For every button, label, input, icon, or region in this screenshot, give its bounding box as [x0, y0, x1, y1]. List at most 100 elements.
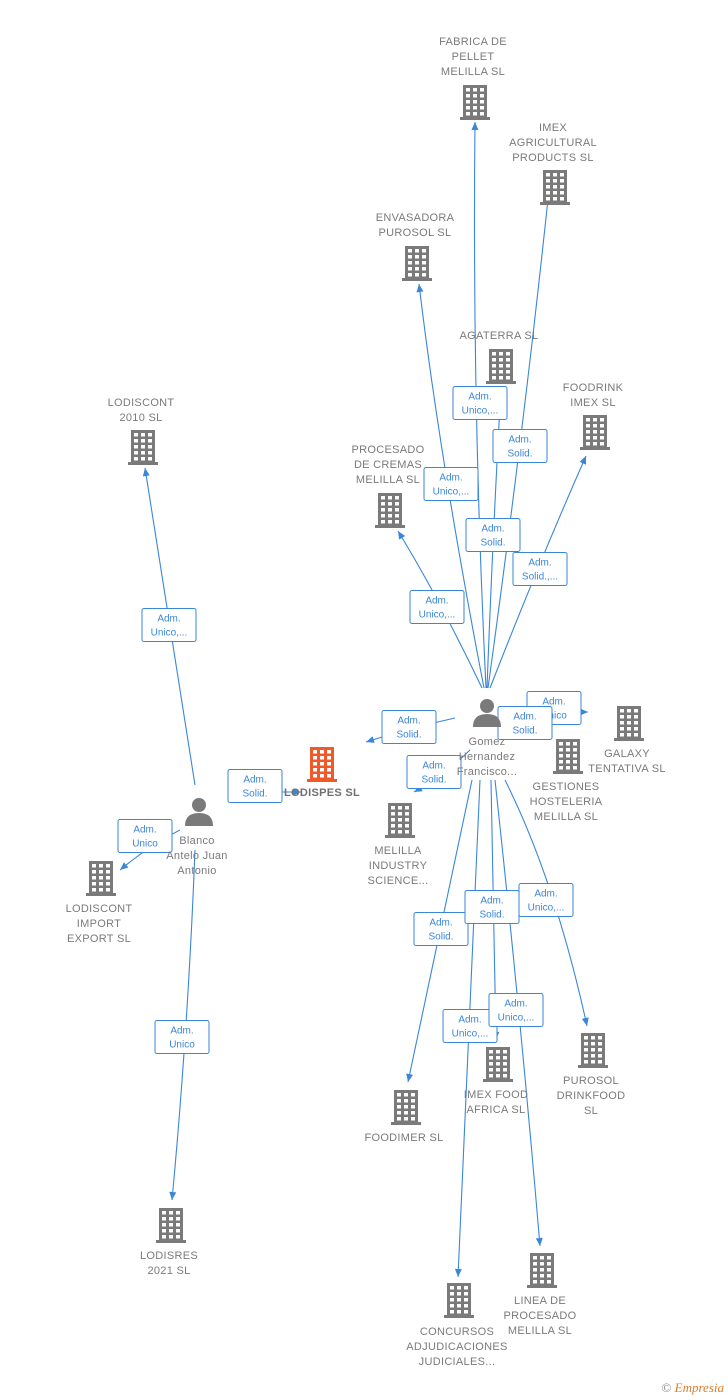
role-label-box[interactable]: Adm.Unico,... — [452, 386, 508, 420]
building-window — [546, 185, 550, 189]
role-label-box[interactable]: Adm.Solid. — [406, 755, 462, 789]
building-window — [327, 756, 331, 760]
building-window — [141, 445, 145, 449]
building-window — [92, 864, 96, 868]
node-label: PUROSOL SL — [379, 227, 452, 239]
node-foodimer[interactable]: FOODIMER SL — [364, 1090, 443, 1144]
building-window — [141, 457, 145, 461]
building-window — [598, 1042, 602, 1046]
building-window — [92, 882, 96, 886]
role-label-box[interactable]: Adm.Solid. — [492, 429, 548, 463]
edge-line-gomez-to-imex_agri — [487, 179, 551, 689]
building-icon — [385, 803, 415, 838]
building-window — [566, 766, 570, 770]
node-label: LODISPES SL — [284, 787, 360, 799]
building-window — [492, 358, 496, 362]
building-window — [499, 352, 503, 356]
node-label: Hernandez — [459, 751, 516, 763]
building-window — [99, 888, 103, 892]
building-window — [559, 742, 563, 746]
building-icon — [307, 747, 337, 782]
building-window — [320, 756, 324, 760]
node-concursos[interactable]: CONCURSOSADJUDICACIONESJUDICIALES... — [406, 1283, 507, 1368]
role-label-box[interactable]: Adm.Unico,... — [409, 590, 465, 624]
role-label-box[interactable]: Adm.Unico — [154, 1020, 210, 1054]
node-agaterra[interactable]: AGATERRA SL — [460, 330, 539, 384]
building-window — [106, 864, 110, 868]
role-label-box[interactable]: Adm.Solid. — [465, 518, 521, 552]
building-window — [553, 197, 557, 201]
building-icon — [444, 1283, 474, 1318]
building-window — [546, 191, 550, 195]
building-base — [614, 738, 644, 741]
node-melilla_ind[interactable]: MELILLAINDUSTRYSCIENCE... — [367, 803, 428, 887]
building-window — [627, 715, 631, 719]
building-window — [600, 424, 604, 428]
role-label-text: Unico,... — [419, 610, 456, 621]
role-label-box[interactable]: Adm.Solid. — [227, 769, 283, 803]
role-label-box[interactable]: Adm.Unico,... — [518, 883, 574, 917]
building-base — [402, 278, 432, 281]
building-window — [405, 824, 409, 828]
building-window — [405, 818, 409, 822]
building-window — [415, 261, 419, 265]
node-label: AGRICULTURAL — [509, 137, 597, 149]
node-gomez[interactable]: GomezHernandezFrancisco... — [457, 699, 517, 778]
node-label: SCIENCE... — [367, 875, 428, 887]
role-label-box[interactable]: Adm.Solid. — [497, 706, 553, 740]
building-window — [381, 496, 385, 500]
role-label-box[interactable]: Adm.Unico,... — [141, 608, 197, 642]
building-window — [553, 191, 557, 195]
building-window — [388, 520, 392, 524]
role-label-box[interactable]: Adm.Solid. — [464, 890, 520, 924]
role-label-box[interactable]: Adm.Unico,... — [488, 993, 544, 1027]
building-window — [620, 715, 624, 719]
node-lodispes[interactable]: LODISPES SL — [284, 747, 360, 799]
building-window — [162, 1217, 166, 1221]
edge-arrowhead — [398, 531, 406, 540]
role-label-text: Adm. — [422, 761, 445, 772]
building-window — [473, 112, 477, 116]
building-icon — [553, 739, 583, 774]
building-window — [176, 1229, 180, 1233]
building-window — [499, 376, 503, 380]
building-window — [566, 754, 570, 758]
building-base — [486, 381, 516, 384]
role-label-box[interactable]: Adm.Solid. — [413, 912, 469, 946]
building-window — [320, 762, 324, 766]
building-window — [480, 106, 484, 110]
building-window — [388, 502, 392, 506]
edge-arrowhead — [454, 1268, 462, 1277]
node-label: PRODUCTS SL — [512, 152, 594, 164]
building-window — [422, 261, 426, 265]
role-label-border — [381, 710, 437, 744]
building-window — [586, 424, 590, 428]
role-label-box[interactable]: Adm.Unico,... — [423, 467, 479, 501]
node-label: LODISRES — [140, 1250, 198, 1262]
building-base — [540, 202, 570, 205]
role-label-text: Adm. — [542, 697, 565, 708]
role-label-box[interactable]: Adm.Unico — [117, 819, 173, 853]
building-window — [313, 774, 317, 778]
building-window — [405, 812, 409, 816]
building-window — [148, 457, 152, 461]
building-window — [591, 1048, 595, 1052]
role-label-box[interactable]: Adm.Solid.,... — [512, 552, 568, 586]
node-label: MELILLA SL — [441, 66, 505, 78]
role-label-box[interactable]: Adm.Solid. — [381, 710, 437, 744]
building-window — [408, 273, 412, 277]
